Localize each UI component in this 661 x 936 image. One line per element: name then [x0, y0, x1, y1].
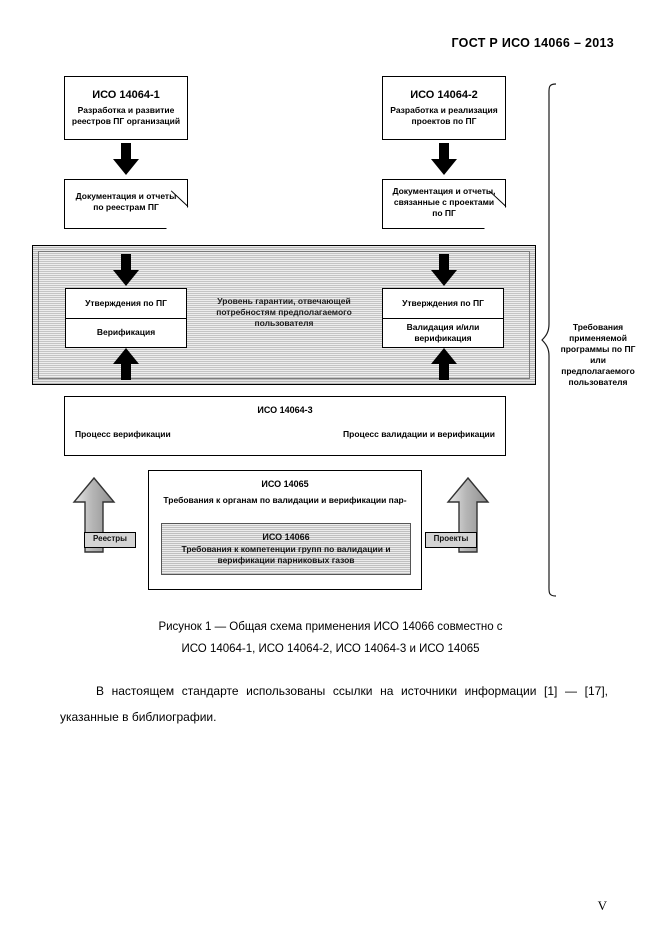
tag-registries: Реестры	[84, 532, 136, 548]
arrow-up-icon-to-left-box	[113, 348, 139, 380]
tag-projects: Проекты	[425, 532, 477, 548]
box-iso-14064-3: ИСО 14064-3 Процесс верификации Процесс …	[64, 396, 506, 456]
box-iso-14066: ИСО 14066 Требования к компетенции групп…	[161, 523, 411, 575]
box-iso-14064-2: ИСО 14064-2 Разработка и реализация прое…	[382, 76, 506, 140]
figure-caption-line-1: Рисунок 1 — Общая схема применения ИСО 1…	[158, 621, 503, 633]
box-iso-14064-1: ИСО 14064-1 Разработка и развитие реестр…	[64, 76, 188, 140]
verification-left-label: Верификация	[66, 317, 186, 348]
box-iso-14065-title: ИСО 14065	[261, 479, 309, 489]
box-iso-14064-2-title: ИСО 14064-2	[410, 89, 478, 101]
arrow-up-icon-to-right-box	[431, 348, 457, 380]
page-header-standard-title: ГОСТ Р ИСО 14066 – 2013	[451, 36, 614, 50]
page-number: V	[597, 898, 607, 913]
right-brace-icon	[540, 82, 564, 603]
box-iso-14065-description: Требования к органам по валидации и вери…	[163, 495, 407, 505]
verification-process-label: Процесс верификации	[75, 429, 171, 439]
assurance-level-center-text: Уровень гарантии, отвечающей потребностя…	[216, 296, 352, 328]
box-iso-14066-description: Требования к компетенции групп по валида…	[181, 544, 391, 565]
body-paragraph-references: В настоящем стандарте использованы ссылк…	[60, 684, 608, 724]
ghg-assertions-left-label: Утверждения по ПГ	[85, 297, 167, 308]
box-ghg-assertions-validation-right: Утверждения по ПГ Валидация и/или верифи…	[382, 288, 504, 348]
page-fold-icon-right	[484, 207, 506, 229]
arrow-down-icon-14064-1-to-doc	[113, 143, 139, 175]
ghg-assertions-right-label: Утверждения по ПГ	[402, 297, 484, 308]
figure-iso-14066-scheme: ИСО 14064-1 Разработка и развитие реестр…	[32, 76, 636, 603]
gray-arrow-up-icon-projects	[446, 476, 490, 554]
arrow-down-icon-14064-2-to-doc	[431, 143, 457, 175]
page-fold-icon-left	[166, 207, 188, 229]
box-iso-14064-2-description: Разработка и реализация проектов по ПГ	[390, 105, 498, 126]
box-iso-14066-title: ИСО 14066	[262, 532, 310, 542]
document-right-text: Документация и отчеты, связанные с проек…	[392, 185, 496, 218]
validation-verification-right-label: Валидация и/или верификация	[383, 317, 503, 348]
figure-caption-line-2: ИСО 14064-1, ИСО 14064-2, ИСО 14064-3 и …	[181, 643, 480, 655]
gray-arrow-up-icon-registries	[72, 476, 116, 554]
box-iso-14064-1-title: ИСО 14064-1	[92, 89, 160, 101]
box-iso-14064-3-title: ИСО 14064-3	[257, 405, 313, 415]
arrow-down-icon-doc-left-to-band	[113, 254, 139, 286]
document-right-project-reports: Документация и отчеты, связанные с проек…	[382, 179, 507, 229]
brace-label-program-requirements: Требования применяемой программы по ПГ и…	[560, 322, 636, 387]
arrow-down-icon-doc-right-to-band	[431, 254, 457, 286]
validation-verification-process-label: Процесс валидации и верификации	[343, 429, 495, 439]
document-left-text: Документация и отчеты по реестрам ПГ	[75, 191, 177, 212]
box-ghg-assertions-verification-left: Утверждения по ПГ Верификация	[65, 288, 187, 348]
box-iso-14065: ИСО 14065 Требования к органам по валида…	[148, 470, 422, 590]
document-left-registry-reports: Документация и отчеты по реестрам ПГ	[64, 179, 189, 229]
box-iso-14064-1-description: Разработка и развитие реестров ПГ органи…	[71, 105, 181, 126]
